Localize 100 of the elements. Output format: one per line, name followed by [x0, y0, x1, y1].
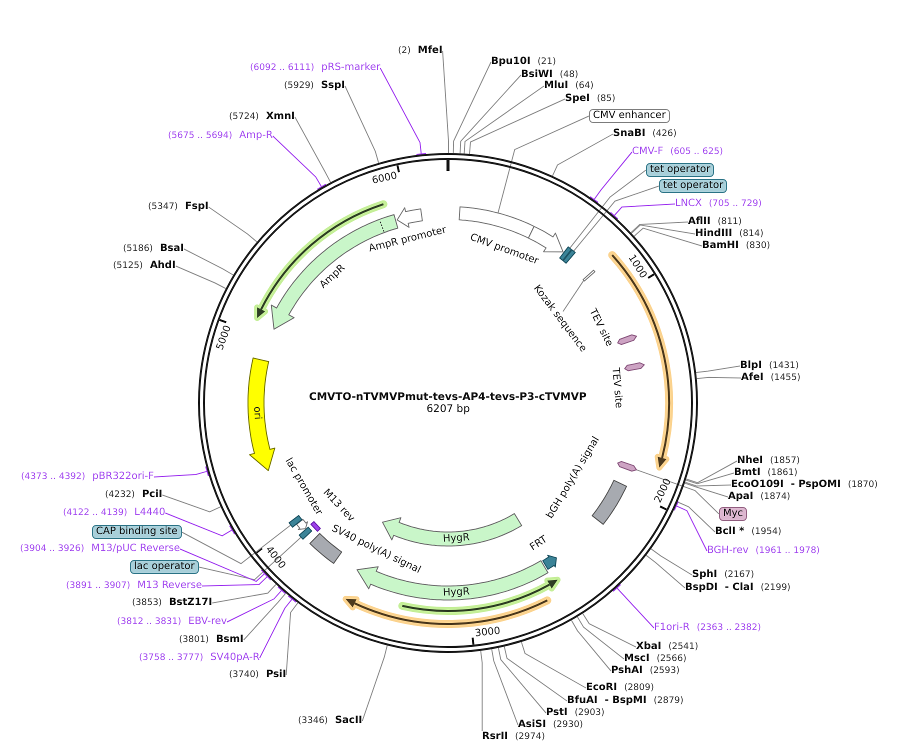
- enzyme-name: SpeI: [565, 93, 590, 105]
- primer-name: F1ori-R: [654, 622, 690, 634]
- site-position: (2930): [553, 719, 583, 731]
- leader-line: [464, 86, 544, 154]
- leader-line: [212, 584, 276, 604]
- leader-line: [259, 594, 298, 658]
- site-position: (3346): [298, 715, 328, 727]
- enzyme-name: SphI: [692, 569, 718, 581]
- leader-line: [162, 494, 222, 512]
- enzyme-name: BamHI: [702, 240, 739, 252]
- primer-name: Amp-R: [239, 130, 273, 142]
- primer-position: (3904 .. 3926): [20, 543, 84, 555]
- enzyme-name: BspDI: [685, 582, 718, 594]
- enzyme-name: MscI: [624, 653, 650, 665]
- site-position: (2903): [574, 707, 605, 719]
- plasmid-length: 6207 bp: [426, 403, 470, 415]
- feature-label: FRT: [528, 534, 550, 554]
- enzyme-name: - PspOMI: [790, 479, 841, 491]
- leader-line: [684, 482, 732, 486]
- leader-line: [552, 134, 614, 176]
- primer-name: CMV-F: [632, 146, 664, 158]
- leader-line: [480, 650, 483, 732]
- feature-label: HygR: [443, 586, 470, 600]
- leader-line: [520, 642, 586, 688]
- site-position: (2879): [654, 695, 684, 707]
- site-position: (3801): [179, 634, 209, 646]
- leader-line: [491, 648, 518, 726]
- enzyme-name: BlpI: [740, 360, 762, 372]
- enzyme-name: BstZ17I: [168, 597, 212, 609]
- feature-tag: Myc: [719, 507, 748, 521]
- enzyme-name: SacII: [334, 715, 362, 727]
- leader-line: [576, 616, 624, 660]
- feature-label: TEV site: [586, 306, 615, 348]
- scale-label: 2000: [653, 476, 675, 506]
- site-position: (2): [398, 45, 411, 57]
- primer-position: (3812 .. 3831): [117, 616, 182, 628]
- site-position: (5929): [284, 80, 314, 92]
- leader-line: [243, 592, 286, 640]
- enzyme-name: MluI: [544, 80, 568, 92]
- enzyme-name: AflII: [688, 216, 711, 228]
- leader-line: [562, 280, 584, 312]
- enzyme-name: AfeI: [741, 372, 764, 384]
- leader-line: [452, 62, 492, 154]
- enzyme-name: BfuAI: [567, 695, 598, 707]
- leader-line: [696, 366, 740, 373]
- leader-line: [588, 152, 632, 204]
- leader-line: [362, 645, 388, 722]
- leader-line: [460, 74, 522, 154]
- enzyme-name: MfeI: [418, 45, 443, 57]
- leader-line: [672, 500, 708, 552]
- site-position: (2167): [724, 569, 754, 581]
- site-position: (2541): [668, 641, 698, 653]
- feature-tag: tet operator: [646, 163, 714, 177]
- primer-position: (705 .. 729): [708, 198, 762, 210]
- site-position: (2809): [624, 682, 654, 694]
- enzyme-name: BmtI: [734, 467, 761, 479]
- site-position: (1431): [768, 360, 799, 372]
- site-position: (2593): [650, 665, 680, 677]
- leader-line: [380, 68, 428, 156]
- scale-label: 6000: [371, 170, 398, 188]
- site-position: (4232): [105, 489, 135, 501]
- leader-line: [286, 602, 298, 676]
- leader-line: [636, 469, 720, 514]
- site-position: (85): [596, 93, 616, 105]
- enzyme-name: - BspMI: [604, 695, 647, 707]
- enzyme-name: BsmI: [216, 634, 244, 646]
- enzyme-name: RsrII: [482, 731, 508, 743]
- enzyme-name: BclI *: [715, 526, 744, 538]
- primer-name: EBV-rev: [188, 616, 227, 628]
- leader-line: [504, 646, 568, 702]
- leader-line: [569, 170, 646, 249]
- enzyme-name: AsiSI: [518, 719, 546, 731]
- enzyme-name: SnaBI: [613, 128, 646, 140]
- site-position: (2566): [656, 653, 686, 665]
- enzyme-name: - ClaI: [724, 582, 754, 594]
- enzyme-name: XmnI: [266, 111, 295, 123]
- site-position: (5186): [123, 243, 153, 255]
- leader-line: [634, 228, 702, 246]
- enzyme-name: ApaI: [728, 491, 754, 503]
- site-position: (64): [575, 80, 594, 92]
- site-position: (21): [538, 56, 556, 68]
- primer-position: (605 .. 625): [670, 146, 724, 158]
- leader-line: [498, 647, 546, 714]
- enzyme-name: PciI: [142, 489, 162, 501]
- primer-position: (4373 .. 4392): [21, 471, 86, 483]
- leader-line: [612, 583, 654, 628]
- primer-name: pBR322ori-F: [92, 471, 154, 483]
- site-position: (1861): [768, 467, 798, 479]
- site-position: (1954): [751, 526, 782, 538]
- enzyme-name: EcoO109I: [731, 479, 784, 491]
- leader-line: [175, 266, 226, 289]
- leader-line: [696, 376, 742, 380]
- leader-line: [180, 548, 270, 582]
- leader-line: [686, 460, 738, 484]
- leader-line: [226, 586, 287, 622]
- site-position: (811): [718, 216, 742, 228]
- primer-name: L4440: [134, 507, 166, 519]
- leader-line: [153, 465, 210, 478]
- site-position: (3853): [132, 597, 162, 609]
- leader-line: [344, 86, 380, 164]
